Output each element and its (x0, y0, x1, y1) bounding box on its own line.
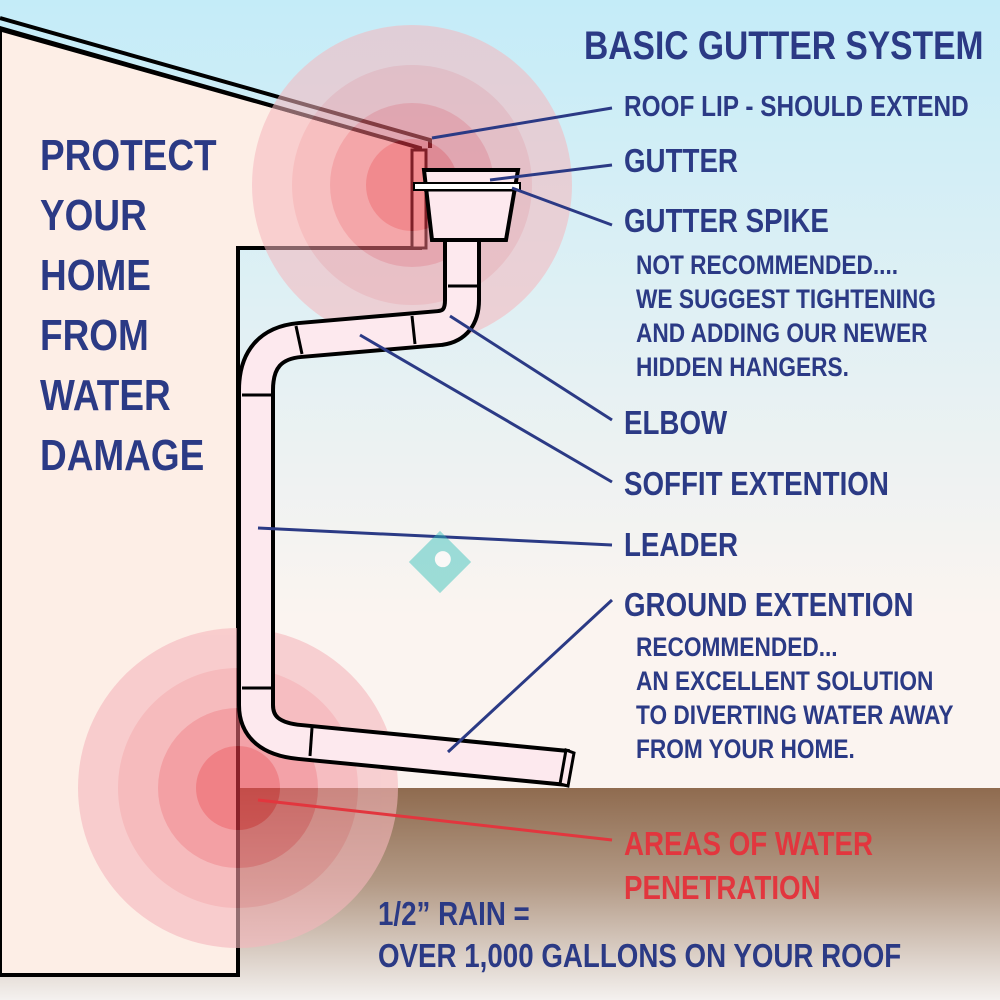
water-penetration-line-2: PENETRATION (624, 869, 821, 906)
ground-extention-note: RECOMMENDED... AN EXCELLENT SOLUTION TO … (636, 630, 954, 766)
side-heading-line: YOUR (40, 191, 147, 240)
ground-extention-label: GROUND EXTENTION (624, 586, 914, 623)
note-line: FROM YOUR HOME. (636, 734, 855, 764)
callout-lines (257, 106, 614, 754)
note-line: TO DIVERTING WATER AWAY (636, 700, 954, 730)
side-heading: PROTECT YOUR HOME FROM WATER DAMAGE (40, 126, 217, 486)
gutter-spike (413, 182, 521, 191)
rain-fact-line: OVER 1,000 GALLONS ON YOUR ROOF (378, 937, 902, 974)
side-heading-line: DAMAGE (40, 431, 205, 480)
gutter-label: GUTTER (624, 142, 738, 179)
note-line: WE SUGGEST TIGHTENING (636, 284, 936, 314)
diagram-title: BASIC GUTTER SYSTEM (584, 24, 984, 68)
side-heading-line: WATER (40, 371, 171, 420)
gutter-spike-label: GUTTER SPIKE (624, 202, 829, 239)
rain-fact-line: 1/2” RAIN = (378, 895, 530, 932)
side-heading-line: HOME (40, 251, 151, 300)
gutter-trough (421, 168, 521, 242)
side-heading-line: PROTECT (40, 131, 217, 180)
note-line: HIDDEN HANGERS. (636, 352, 849, 382)
note-line: AN EXCELLENT SOLUTION (636, 666, 934, 696)
leader-label: LEADER (624, 526, 738, 563)
water-penetration-line-1: AREAS OF WATER (624, 825, 873, 862)
elbow-label: ELBOW (624, 404, 728, 441)
water-penetration-zone-top (252, 25, 572, 345)
side-heading-line: FROM (40, 311, 149, 360)
soffit-extention-label: SOFFIT EXTENTION (624, 465, 889, 502)
gutter-spike-note: NOT RECOMMENDED.... WE SUGGEST TIGHTENIN… (636, 248, 936, 384)
note-line: RECOMMENDED... (636, 632, 838, 662)
location-pin-icon (408, 530, 472, 594)
water-penetration-label: AREAS OF WATER PENETRATION (624, 822, 873, 910)
roof-lip-label: ROOF LIP - SHOULD EXTEND (624, 91, 969, 123)
note-line: AND ADDING OUR NEWER (636, 318, 928, 348)
rain-fact: 1/2” RAIN = OVER 1,000 GALLONS ON YOUR R… (378, 893, 901, 977)
water-penetration-line (257, 798, 613, 842)
note-line: NOT RECOMMENDED.... (636, 250, 899, 280)
